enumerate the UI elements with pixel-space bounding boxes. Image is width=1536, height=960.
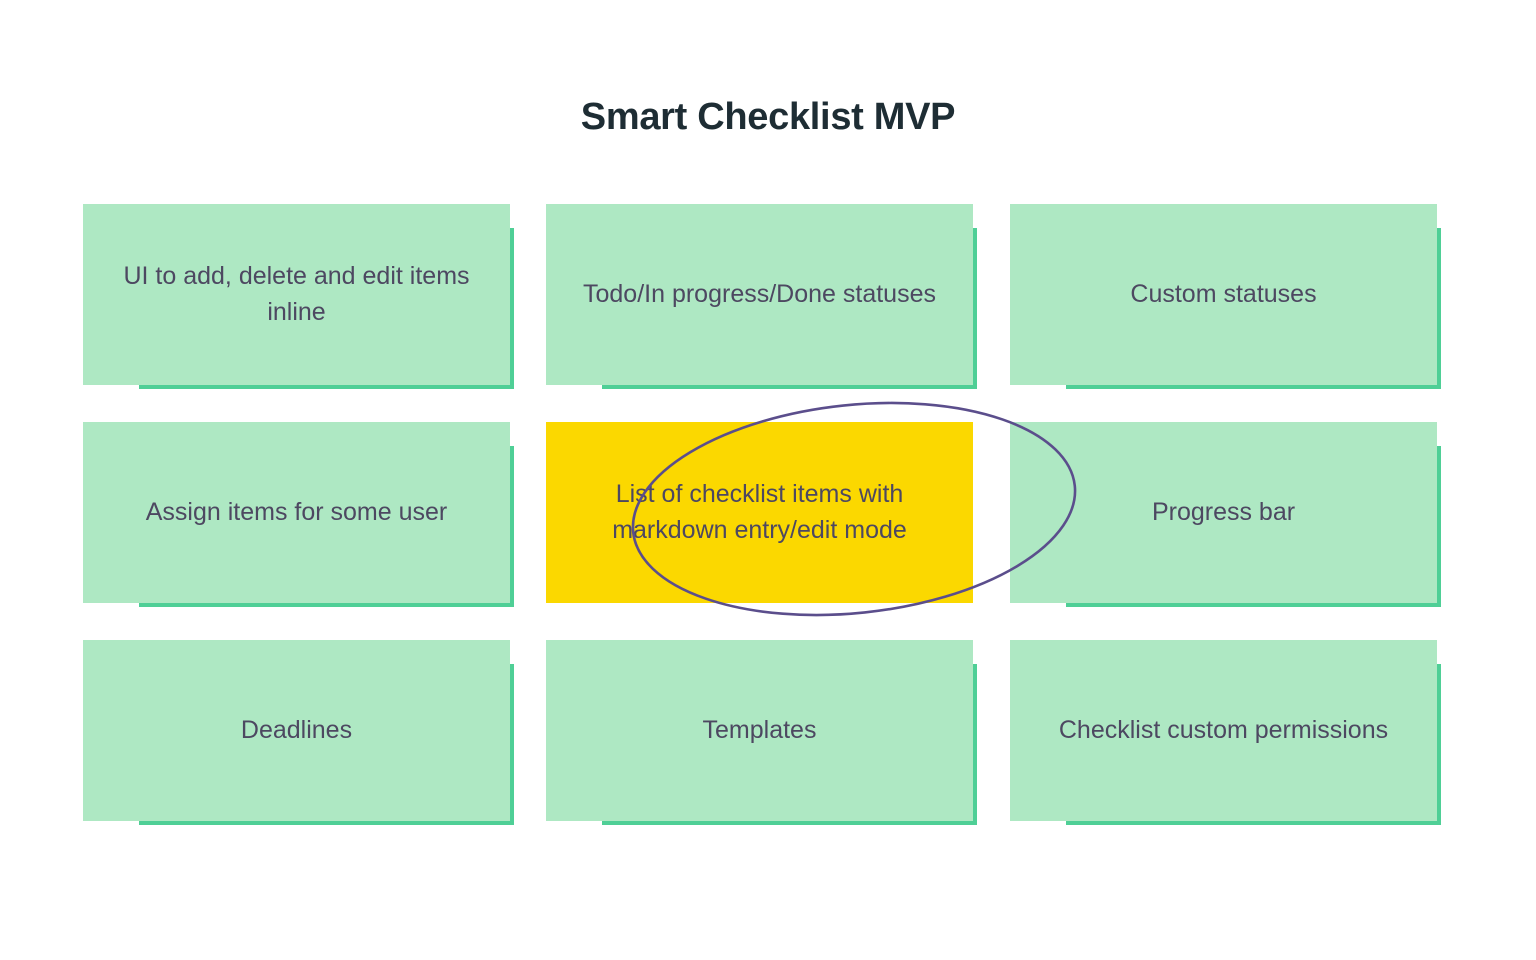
feature-card-label: Deadlines <box>240 715 353 744</box>
feature-card-label: Todo/In progress/Done statuses <box>583 279 936 308</box>
feature-card-checklist-permissions[interactable]: Checklist custom permissions <box>1010 640 1441 825</box>
feature-card-label: Progress bar <box>1151 497 1296 526</box>
feature-card-progress-bar[interactable]: Progress bar <box>1010 422 1441 607</box>
feature-card-label: Assign items for some user <box>145 497 448 526</box>
feature-card-assign-items[interactable]: Assign items for some user <box>83 422 514 607</box>
feature-card-markdown-list[interactable]: List of checklist items with markdown en… <box>546 422 973 603</box>
feature-card-label: Custom statuses <box>1130 279 1317 308</box>
feature-card-label: Templates <box>702 715 817 744</box>
page-title: Smart Checklist MVP <box>580 96 956 138</box>
feature-card-label: UI to add, delete and edit items inline <box>123 262 470 326</box>
feature-card-custom-statuses[interactable]: Custom statuses <box>1010 204 1441 389</box>
feature-card-label: List of checklist items with markdown en… <box>612 480 907 544</box>
feature-card-label: Checklist custom permissions <box>1058 715 1389 744</box>
feature-card-deadlines[interactable]: Deadlines <box>83 640 514 825</box>
feature-card-todo-inprogress-done[interactable]: Todo/In progress/Done statuses <box>546 204 977 389</box>
feature-card-ui-add-delete-edit[interactable]: UI to add, delete and edit items inline <box>83 204 514 389</box>
feature-card-templates[interactable]: Templates <box>546 640 977 825</box>
